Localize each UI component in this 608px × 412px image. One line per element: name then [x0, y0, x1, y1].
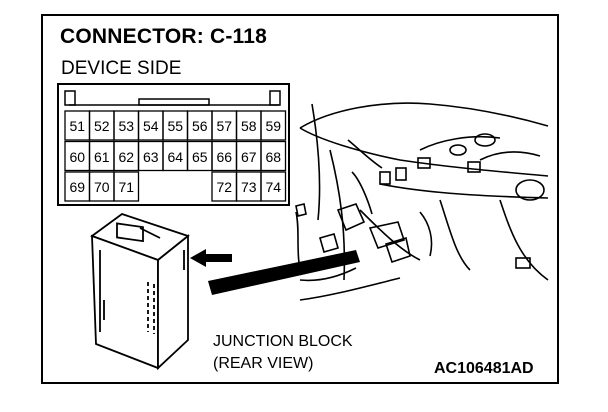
leader-wedge — [208, 250, 360, 295]
connector-title: CONNECTOR: C-118 — [60, 25, 268, 48]
pin-number: 64 — [167, 148, 184, 165]
pin-number: 54 — [142, 118, 159, 134]
pin-number: 52 — [93, 118, 110, 134]
pin-cavity — [260, 110, 287, 141]
pin-number: 69 — [69, 179, 86, 195]
junction-block-label: JUNCTION BLOCK (REAR VIEW) — [213, 331, 353, 375]
pin-number: 51 — [69, 118, 86, 134]
device-side-label: DEVICE SIDE — [61, 58, 182, 79]
pin-number: 72 — [216, 179, 233, 195]
pin-number: 57 — [216, 118, 233, 134]
pin-number: 66 — [216, 148, 233, 165]
pin-number: 62 — [118, 148, 135, 165]
connector-face-icon: 51 52 53 54 55 56 57 58 59 60 61 62 63 64 65 66 67 68 69 70… — [57, 83, 290, 206]
pin-cavity — [260, 140, 287, 172]
pin-number: 73 — [240, 179, 257, 195]
pin-number: 71 — [118, 179, 135, 195]
connector-outline — [64, 90, 287, 202]
pin-number: 61 — [93, 148, 110, 165]
dashboard-icon — [295, 102, 549, 301]
pin-number: 60 — [69, 148, 86, 165]
junction-block-label-line2: (REAR VIEW) — [213, 355, 314, 372]
junction-block-icon — [90, 212, 190, 371]
arrow-icon — [190, 249, 232, 267]
figure-code: AC106481AD — [434, 360, 534, 377]
pin-number: 63 — [142, 148, 159, 165]
pin-number: 56 — [191, 118, 208, 134]
pin-number: 55 — [167, 118, 184, 134]
pin-cavity — [260, 171, 287, 202]
pin-number: 67 — [240, 148, 257, 165]
pin-number: 68 — [265, 148, 282, 165]
pin-number: 53 — [118, 118, 135, 134]
pin-number: 70 — [93, 179, 110, 195]
pin-number: 59 — [265, 118, 282, 134]
junction-block-label-line1: JUNCTION BLOCK — [213, 333, 353, 350]
pin-cavity — [113, 171, 140, 202]
pin-number: 58 — [240, 118, 257, 134]
pin-number: 74 — [265, 179, 282, 195]
pin-number: 65 — [191, 148, 208, 165]
